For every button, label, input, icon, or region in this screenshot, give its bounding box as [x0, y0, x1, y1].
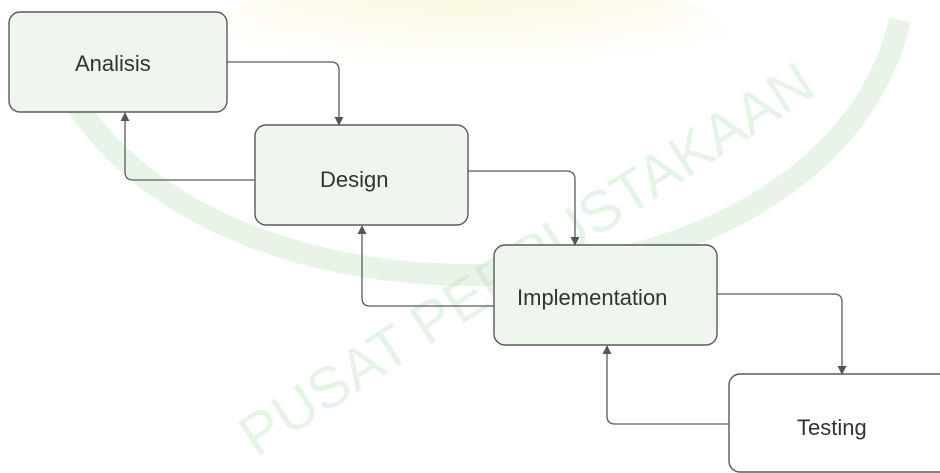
phase-implementation-label: Implementation [517, 285, 667, 310]
phase-design-label: Design [320, 167, 388, 192]
feedback-arrow-testing-to-implementation [602, 345, 729, 425]
phase-analisis: Analisis [8, 11, 228, 113]
watermark-calligraphy-logo [210, 0, 730, 110]
phase-testing-label: Testing [797, 415, 867, 440]
phase-implementation-box [493, 244, 718, 346]
phase-implementation: Implementation [493, 244, 718, 346]
watermark-seal-arc [29, 17, 911, 286]
feedback-arrow-implementation-to-design [357, 225, 494, 307]
feedback-arrow-design-to-analisis [120, 112, 255, 181]
phase-testing: Testing [728, 373, 940, 473]
flow-arrow-implementation-to-testing [717, 293, 847, 375]
flow-arrow-design-to-implementation [468, 170, 580, 246]
phase-design-box [254, 124, 469, 226]
phase-analisis-label: Analisis [75, 51, 151, 76]
flow-arrow-analisis-to-design [227, 61, 344, 126]
phase-design: Design [254, 124, 469, 226]
